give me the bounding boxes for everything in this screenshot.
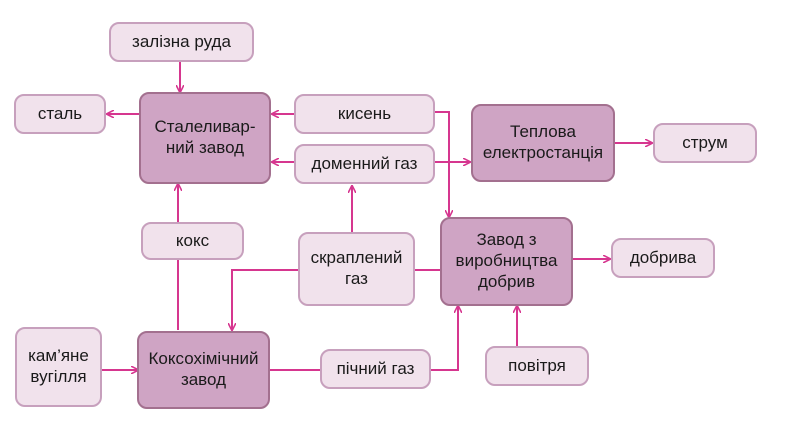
- arrow-oxygen-to-fertilizer-plant: [435, 111, 449, 217]
- node-coal: кам’яне вугілля: [15, 327, 102, 407]
- node-steel: сталь: [14, 94, 106, 134]
- node-fertilizer-plant: Завод з виробництва добрив: [440, 217, 573, 306]
- node-power-plant: Теплова електростанція: [471, 104, 615, 182]
- node-coke-plant: Коксохімічний завод: [137, 331, 270, 409]
- node-steel-plant: Сталеливар- ний завод: [139, 92, 271, 184]
- node-coke: кокс: [141, 222, 244, 260]
- node-oven-gas: пічний газ: [320, 349, 431, 389]
- node-current: струм: [653, 123, 757, 163]
- node-iron-ore: залізна руда: [109, 22, 254, 62]
- node-liquefied-gas: скраплений газ: [298, 232, 415, 306]
- node-blast-gas: доменний газ: [294, 144, 435, 184]
- node-air: повітря: [485, 346, 589, 386]
- node-oxygen: кисень: [294, 94, 435, 134]
- arrow-oven-gas-to-fertilizer-plant: [431, 306, 458, 371]
- node-fertilizers: добрива: [611, 238, 715, 278]
